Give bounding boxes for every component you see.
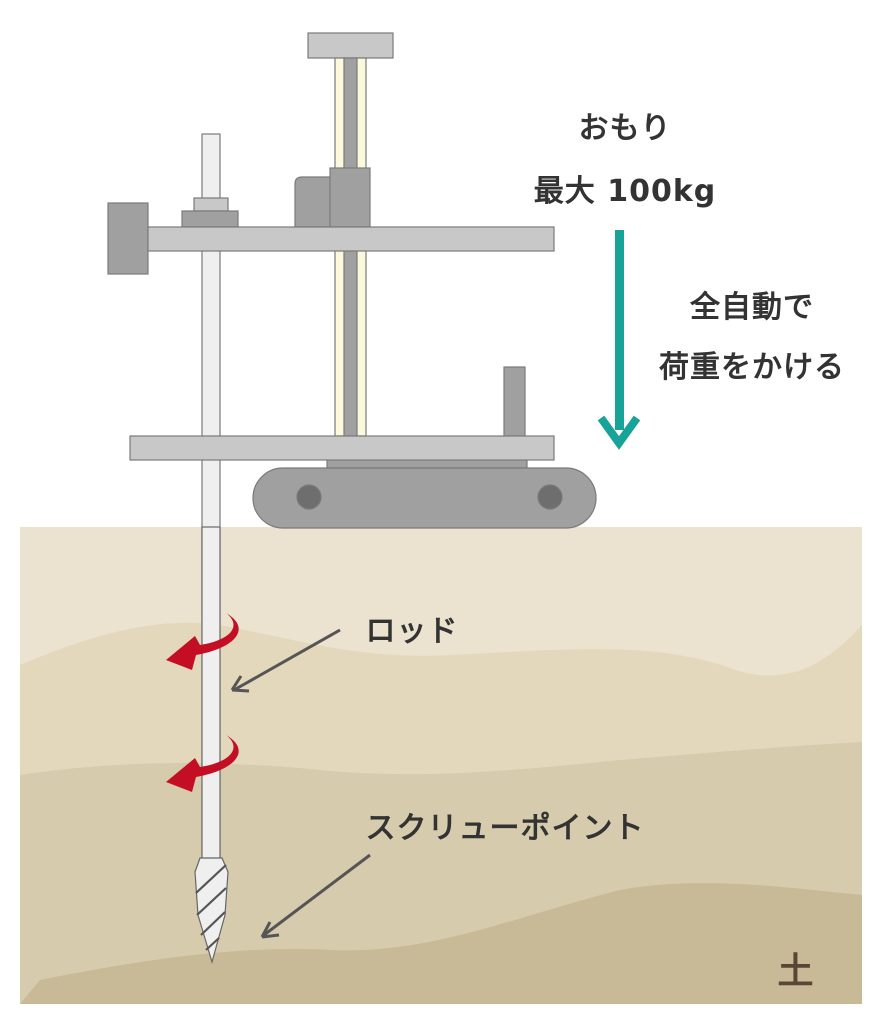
soil-layer-bottom [20,883,862,1004]
machine [107,32,597,861]
nut-top [193,197,229,212]
pointer-arrows [230,628,371,939]
rotation-arrows [166,613,239,792]
weight-cap [307,32,394,59]
auto-load-label-1: 全自動で [690,290,814,325]
wheel-right [537,484,563,510]
weight-label: おもり [578,111,672,146]
rod-label: ロッド [365,614,459,649]
load-block [329,167,371,228]
rod-underground [201,526,221,861]
upper-beam [147,226,555,252]
rotation-arrow-icon [166,613,239,670]
soil-label: 土 [777,951,815,992]
screw-point-label: スクリューポイント [365,811,645,846]
auto-load-label-2: 荷重をかける [659,350,845,385]
side-block [107,202,149,275]
screw-point [194,857,229,965]
rotation-arrow-icon [166,735,239,792]
screw-pointer-arrow [263,853,371,937]
weight-max-label: 最大 100kg [533,174,717,209]
soil [20,527,862,1004]
rod-pointer-arrow [233,628,341,692]
load-arrow-icon [597,230,641,450]
nut-base [181,210,239,228]
wheel-left [296,484,322,510]
lower-beam [129,435,555,461]
post [503,366,526,437]
crawler-track [252,467,597,529]
